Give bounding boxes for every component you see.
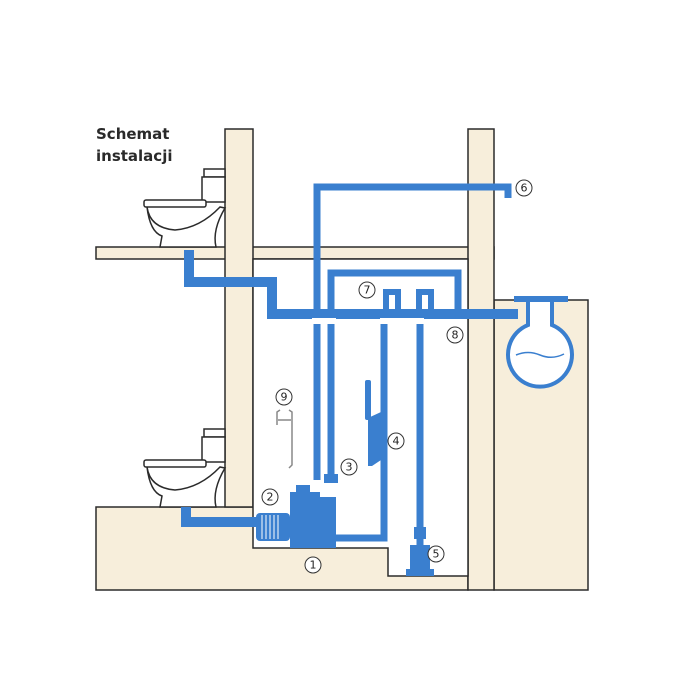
callout-4: 4: [387, 432, 405, 450]
lower-toilet: [143, 428, 227, 508]
callout-7-text: 7: [364, 284, 371, 297]
drain-pump-base: [406, 569, 434, 576]
tank-vessel: [506, 300, 574, 389]
callout-3-text: 3: [346, 461, 353, 474]
callout-2: 2: [261, 488, 279, 506]
callout-9: 9: [275, 388, 293, 406]
sewer-tank: [506, 296, 574, 389]
callout-1: 1: [304, 556, 322, 574]
tank-lid: [514, 296, 568, 302]
siphon-right: [416, 289, 434, 310]
drain-pump-valve: [414, 527, 426, 539]
pump-unit: [256, 474, 338, 548]
pump-body: [318, 497, 336, 548]
bracket-icon: [276, 409, 293, 469]
lower-toilet-lid: [203, 428, 226, 438]
drain-pump-body: [410, 545, 430, 571]
float-body: [368, 412, 381, 466]
callout-6: 6: [515, 179, 533, 197]
check-valve: [324, 474, 338, 483]
callout-9-text: 9: [281, 391, 288, 404]
upper-toilet-bowl: [146, 206, 227, 248]
connector-ribs: [261, 515, 279, 539]
lower-toilet-bowl: [146, 466, 227, 508]
float-switch: [365, 380, 381, 466]
drain-pump: [406, 527, 434, 576]
lower-toilet-pipe: [181, 507, 258, 527]
upper-toilet: [143, 168, 227, 248]
pump-cap: [296, 485, 310, 493]
lower-toilet-tank: [201, 436, 226, 463]
siphon-left: [383, 289, 401, 310]
callout-5-text: 5: [433, 548, 440, 561]
upper-toilet-lid: [203, 168, 226, 178]
water-level: [515, 351, 565, 358]
float-rod: [365, 380, 371, 420]
callout-7: 7: [358, 281, 376, 299]
callout-8: 8: [446, 326, 464, 344]
callout-1-text: 1: [310, 559, 317, 572]
left-wall: [224, 128, 254, 508]
callout-8-text: 8: [452, 329, 459, 342]
overflow-loop-pipe: [327, 269, 462, 482]
callout-2-text: 2: [267, 491, 274, 504]
callout-6-text: 6: [521, 182, 528, 195]
wall-floor-join: [226, 248, 252, 258]
vent-pipe: [313, 183, 512, 480]
title-line-1: Schemat: [96, 125, 169, 143]
pipe-gap: [312, 318, 336, 324]
callout-5: 5: [427, 545, 445, 563]
right-wall: [467, 128, 495, 591]
callout-3: 3: [340, 458, 358, 476]
pipe-gap: [380, 318, 424, 324]
upper-floor: [95, 246, 495, 260]
upper-toilet-seat: [143, 199, 207, 208]
pump-motor: [290, 492, 320, 548]
pressure-pipe: [336, 324, 388, 542]
inlet-connector: [256, 513, 290, 541]
upper-toilet-tank: [201, 176, 226, 203]
title-line-2: instalacji: [96, 147, 172, 165]
main-drain-pipe: [184, 250, 518, 319]
pipes: [181, 183, 518, 548]
lower-toilet-seat: [143, 459, 207, 468]
callout-4-text: 4: [393, 435, 400, 448]
